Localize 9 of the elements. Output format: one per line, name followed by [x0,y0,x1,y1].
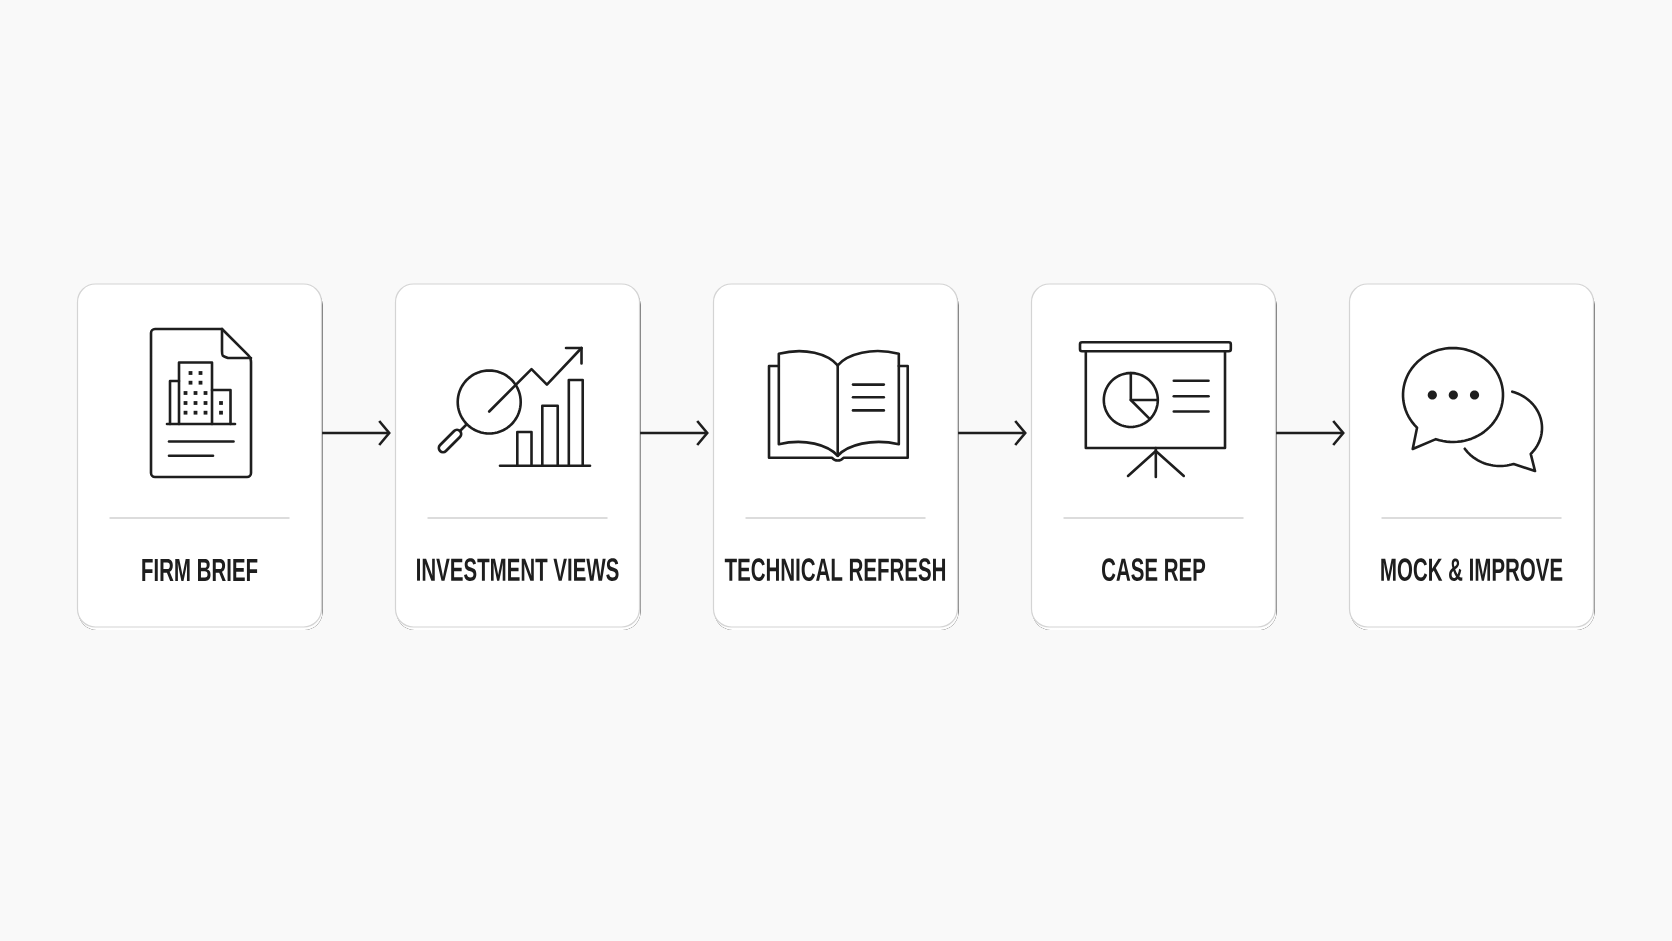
step-card: TECHNICAL REFRESH [712,283,959,630]
arrow [640,420,709,446]
step-card: INVESTMENT VIEWS [394,283,641,630]
arrow [958,420,1027,446]
arrow [322,420,391,446]
arrow [1276,420,1345,446]
step-card: CASE REP [1030,283,1277,630]
step-card: FIRM BRIEF [76,283,323,630]
step-card: MOCK & IMPROVE [1348,283,1595,630]
